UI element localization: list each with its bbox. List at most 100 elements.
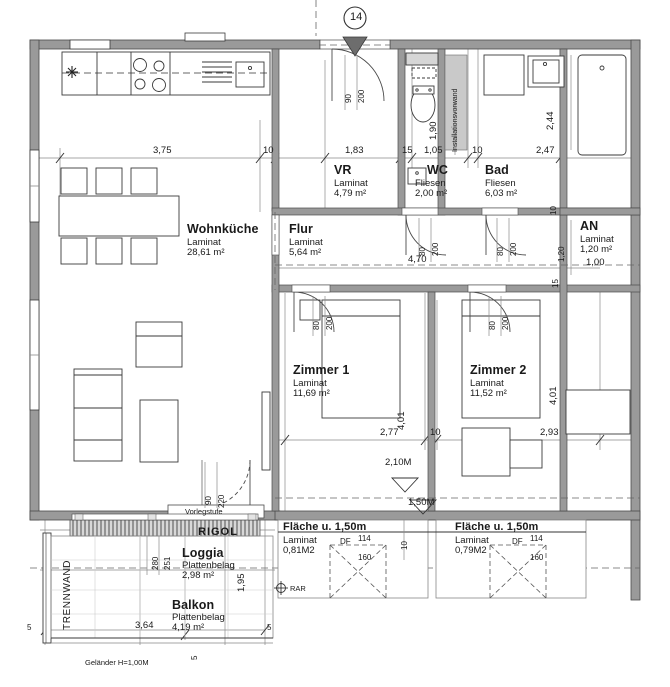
door-wc-height: 200 (431, 242, 440, 256)
low-area-floor-left: Laminat (283, 535, 317, 546)
room-label-vr: VR (334, 163, 352, 177)
bedroom1-furniture (299, 299, 401, 419)
an-appliance (483, 54, 525, 96)
room-floor-wc: Fliesen (415, 178, 446, 189)
ceiling-height-2: 1,50M (408, 497, 435, 508)
door-marker-number: 14 (350, 11, 363, 23)
room-floor-balkon: Plattenbelag (172, 612, 225, 623)
door-zimmer1-height: 200 (325, 316, 334, 330)
dim-top-3: 1,83 (345, 145, 364, 156)
low-area-window-right: DF (512, 537, 523, 546)
dim-an-depth: 1,20 (557, 246, 566, 262)
dim-top-6: 10 (472, 145, 483, 156)
room-area-wohnkueche: 28,61 m² (187, 247, 225, 258)
dim-an-width: 1,00 (586, 257, 605, 268)
door-entry-height: 200 (357, 89, 366, 103)
room-area-zimmer1: 11,69 m² (293, 388, 330, 399)
windows (29, 149, 40, 411)
door-marker-symbol (342, 6, 368, 57)
room-area-wc: 2,00 m² (415, 188, 448, 199)
low-height-areas (277, 519, 587, 599)
room-floor-wohnkueche: Laminat (187, 237, 221, 248)
bad-fixtures (527, 54, 627, 156)
door-bad-width: 80 (496, 247, 505, 256)
height-markers (390, 477, 438, 515)
dim-an-wall2: 15 (551, 279, 560, 288)
dim-balcony-bottom: 5 (190, 655, 199, 660)
annotation-installationsvorwand: Installationsvorwand (452, 88, 459, 152)
wall-unit (261, 391, 271, 471)
room-label-wc: WC (427, 163, 449, 177)
dim-top-4: 15 (402, 145, 413, 156)
dim-top-1: 3,75 (153, 145, 172, 156)
low-area-window-w-right: 114 (530, 534, 543, 543)
door-balcony-width: 90 (204, 496, 213, 505)
room-label-bad: Bad (485, 163, 509, 177)
room-label-flur: Flur (289, 222, 314, 236)
room-area-vr: 4,79 m² (334, 188, 367, 199)
balcony-structure (42, 504, 274, 644)
room-floor-vr: Laminat (334, 178, 368, 189)
low-area-window-w-left: 114 (358, 534, 371, 543)
dim-balcony-left: 5 (27, 623, 32, 632)
dim-center-vert: 4,01 (396, 411, 407, 431)
room-area-zimmer2: 11,52 m² (470, 388, 507, 399)
dim-right-vert-a: 4,01 (548, 386, 559, 406)
annotation-gelaender: Geländer H=1,00M (85, 658, 149, 667)
kitchen-counter (61, 51, 271, 96)
room-label-zimmer2: Zimmer 2 (470, 363, 527, 377)
wc-fixtures (405, 52, 439, 185)
dim-bottom-3: 2,93 (540, 427, 559, 438)
room-floor-zimmer2: Laminat (470, 378, 504, 389)
dim-top-5: 1,05 (424, 145, 443, 156)
low-area-window-left: DF (340, 537, 351, 546)
door-entry-width: 90 (344, 94, 353, 103)
dim-mid-1: 4,70 (408, 254, 427, 265)
dim-wc-depth: 1,90 (428, 121, 439, 141)
interior-walls (271, 48, 641, 512)
room-label-loggia: Loggia (182, 546, 224, 560)
room-floor-loggia: Plattenbelag (182, 560, 235, 571)
low-area-title-left: Fläche u. 1,50m (283, 521, 367, 533)
annotation-rigol: RIGOL (198, 526, 238, 538)
annotation-vorlegstufe: Vorlegstufe (185, 507, 223, 516)
dim-an-wall: 10 (549, 206, 558, 215)
small-dim-leaders (146, 55, 572, 575)
door-zimmer2-height: 200 (501, 316, 510, 330)
dim-bottom-1: 2,77 (380, 427, 399, 438)
room-area-loggia: 2,98 m² (182, 570, 215, 581)
dim-loggia-depth-b: 251 (163, 556, 172, 570)
room-label-balkon: Balkon (172, 598, 215, 612)
door-zimmer1-width: 80 (312, 321, 321, 330)
dining-furniture (58, 167, 180, 265)
room-area-flur: 5,64 m² (289, 247, 322, 258)
dim-balcony-width: 3,64 (135, 620, 154, 631)
rar-symbol (274, 581, 288, 595)
door-wc-width: 80 (418, 247, 427, 256)
annotation-rar: RAR (290, 584, 306, 593)
dim-top-7: 2,47 (536, 145, 555, 156)
room-area-an: 1,20 m² (580, 244, 613, 255)
room-floor-bad: Fliesen (485, 178, 516, 189)
low-area-window-h-right: 160 (530, 553, 544, 562)
dim-top-2: 10 (263, 145, 274, 156)
dim-balcony-depth: 1,95 (236, 573, 247, 593)
dim-loggia-depth-a: 280 (151, 556, 160, 570)
low-area-floor-right: Laminat (455, 535, 489, 546)
room-floor-zimmer1: Laminat (293, 378, 327, 389)
dim-bad-depth: 2,44 (545, 111, 556, 131)
low-area-title-right: Fläche u. 1,50m (455, 521, 539, 533)
window-top-left (69, 32, 226, 50)
ceiling-height-1: 2,10M (385, 457, 412, 468)
low-area-value-right: 0,79M2 (455, 545, 487, 556)
dim-bottom-2: 10 (430, 427, 441, 438)
room-floor-flur: Laminat (289, 237, 323, 248)
room-area-balkon: 4,19 m² (172, 622, 205, 633)
annotation-trennwand: TRENNWAND (62, 559, 73, 630)
room-area-bad: 6,03 m² (485, 188, 518, 199)
dim-balcony-right: 5 (267, 623, 272, 632)
dim-wall-10-right: 10 (400, 541, 409, 550)
low-area-value-left: 0,81M2 (283, 545, 315, 556)
